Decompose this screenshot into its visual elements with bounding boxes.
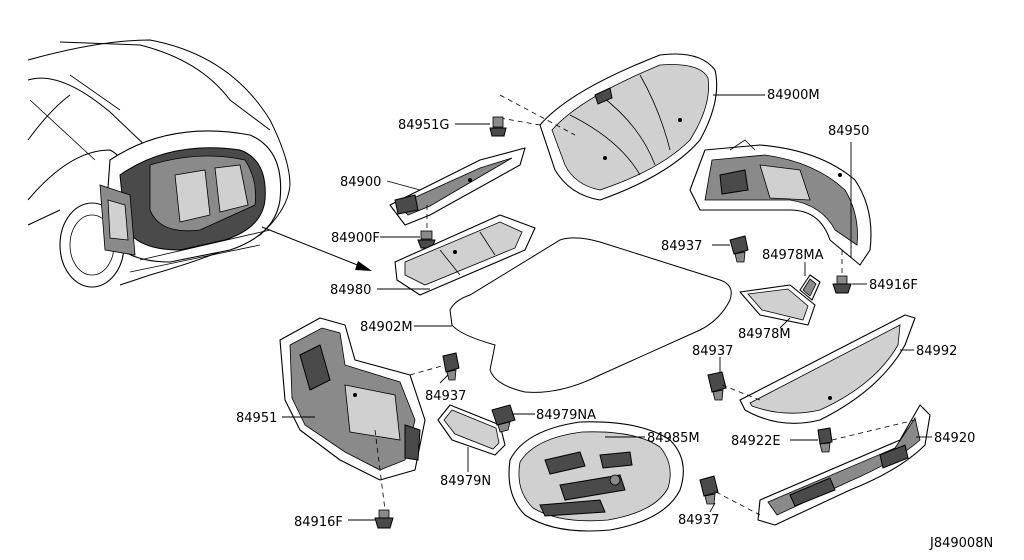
label-84978M: 84978M [738,327,791,342]
label-84937-a: 84937 [661,239,702,254]
leader-lines [282,94,932,521]
diagram-code: J849008N [929,536,993,551]
part-84937-clip-d [699,475,719,505]
part-84900-parcel-trim [389,147,526,226]
label-84900: 84900 [340,175,381,190]
label-84978MA: 84978MA [762,248,824,263]
part-84916F-clip-b [374,509,394,529]
part-84978MA-bracket [799,274,821,301]
label-84950: 84950 [828,124,869,139]
label-84937-d: 84937 [678,513,719,528]
part-84979NA-clip [491,404,516,433]
label-84920: 84920 [934,431,975,446]
label-84937-b: 84937 [692,344,733,359]
part-84920-rear-finisher [757,404,931,526]
label-84985M: 84985M [647,431,700,446]
vehicle-rear-view [27,39,291,288]
label-84902M: 84902M [360,320,413,335]
label-84916F-a: 84916F [869,278,918,293]
label-84951: 84951 [236,411,277,426]
part-84922E-clip [817,427,833,453]
pointer-arrow [261,226,372,271]
part-84978M-board [739,284,816,326]
part-84937-clip-a [729,235,749,263]
part-84900M-trunk-lid-finisher [539,53,718,201]
label-84900F: 84900F [331,231,380,246]
label-84979NA: 84979NA [536,408,596,423]
label-84916F-b: 84916F [294,515,343,530]
part-84980-floor-board [394,214,536,296]
part-84916F-clip-a [832,275,852,294]
part-84937-clip-c [442,352,460,381]
label-84980: 84980 [330,283,371,298]
part-84902M-floor-mat [449,237,732,393]
part-84979N-cover [437,404,506,456]
label-84922E: 84922E [731,434,781,449]
part-84950-side-finisher [689,139,872,266]
label-84992: 84992 [916,344,957,359]
part-84985M-spare-cover [508,421,684,532]
label-84900M: 84900M [767,88,820,103]
part-84937-clip-b [707,371,727,401]
label-84951G: 84951G [398,118,449,133]
label-84979N: 84979N [440,474,491,489]
part-84951-side-finisher [279,317,426,481]
label-84937-c: 84937 [425,389,466,404]
part-84951G-clip [489,116,507,137]
part-labels: 84900M 84951G 84950 84900 84900F 84937 8… [236,88,993,551]
